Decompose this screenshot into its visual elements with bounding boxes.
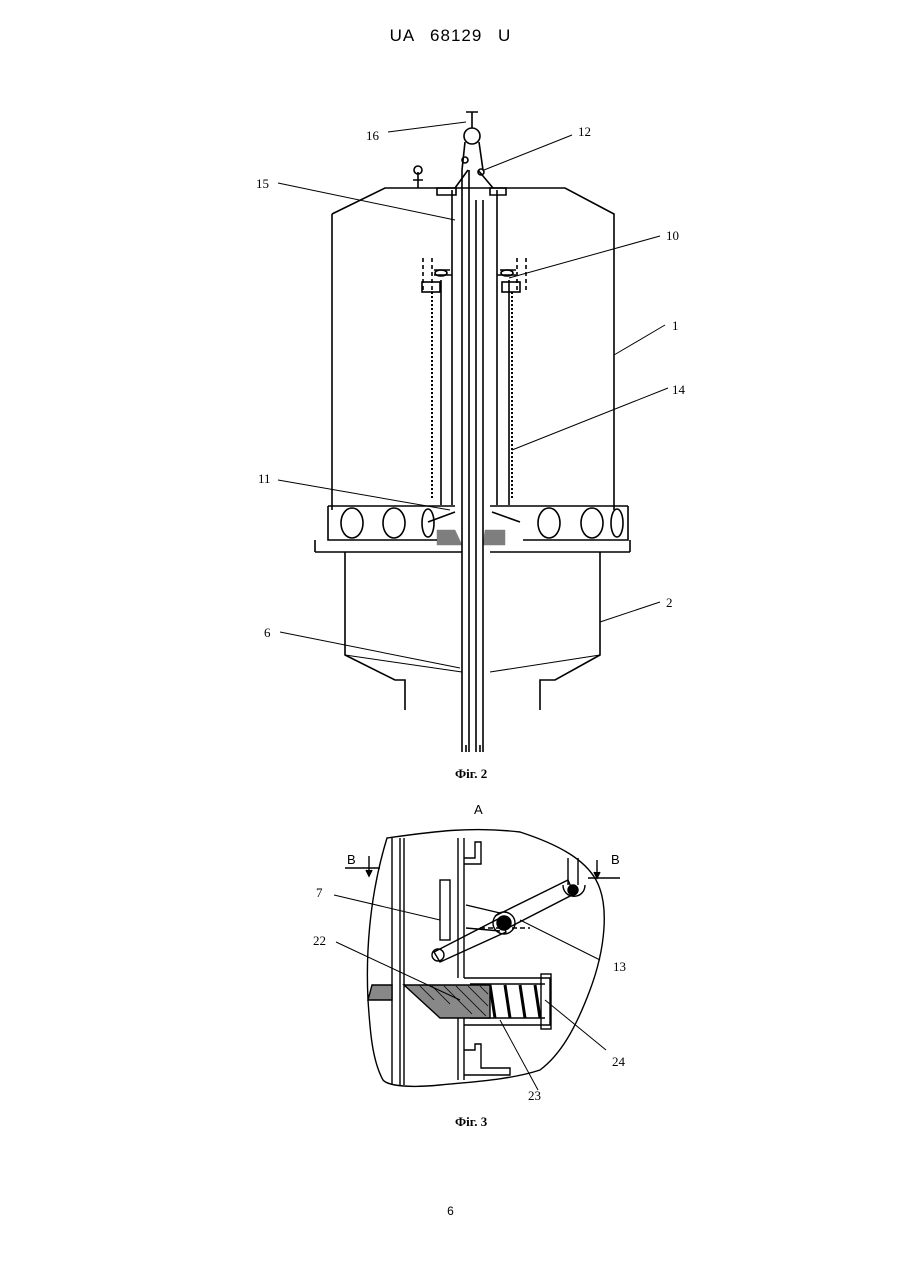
view-label-A: A bbox=[474, 802, 483, 817]
label-7: 7 bbox=[316, 885, 323, 900]
label-22: 22 bbox=[313, 933, 326, 948]
figure-3-caption: Фіг. 3 bbox=[455, 1114, 487, 1130]
label-13: 13 bbox=[613, 959, 626, 974]
label-24: 24 bbox=[612, 1054, 626, 1069]
section-label-B-left: B bbox=[347, 852, 356, 867]
label-23: 23 bbox=[528, 1088, 541, 1103]
section-label-B-right: B bbox=[611, 852, 620, 867]
page-number: 6 bbox=[0, 1204, 901, 1218]
